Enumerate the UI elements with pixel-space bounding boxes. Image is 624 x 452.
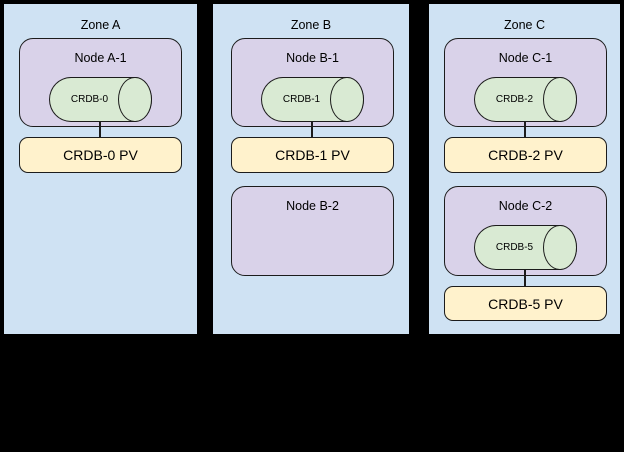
crdb-2-pv-label: CRDB-2 PV	[488, 147, 563, 163]
crdb-5-cylinder: CRDB-5	[474, 224, 578, 271]
node-b-1-title: Node B-1	[286, 51, 339, 65]
crdb-5-label: CRDB-5	[495, 242, 534, 253]
cylinder-face-icon	[118, 76, 153, 123]
crdb-1-label: CRDB-1	[282, 94, 321, 105]
crdb-0-cylinder: CRDB-0	[49, 76, 153, 123]
crdb-2-pv-box: CRDB-2 PV	[444, 137, 607, 173]
zone-a: Zone A Node A-1 CRDB-0 CRDB-0 PV	[2, 2, 199, 336]
zone-c-title: Zone C	[504, 18, 545, 32]
crdb-5-pv-box: CRDB-5 PV	[444, 286, 607, 321]
crdb-1-pv-label: CRDB-1 PV	[275, 147, 350, 163]
node-c-2: Node C-2 CRDB-5	[444, 186, 607, 276]
node-b-2: Node B-2	[231, 186, 394, 276]
node-a-1-title: Node A-1	[74, 51, 127, 65]
connector-line	[310, 121, 313, 137]
node-b-2-title: Node B-2	[286, 199, 339, 213]
node-c-2-title: Node C-2	[498, 199, 553, 213]
connector-line	[98, 121, 101, 137]
crdb-1-pv-box: CRDB-1 PV	[231, 137, 394, 173]
zone-b: Zone B Node B-1 CRDB-1 CRDB-1 PV Node B-…	[211, 2, 411, 336]
crdb-2-cylinder: CRDB-2	[474, 76, 578, 123]
zone-c: Zone C Node C-1 CRDB-2 CRDB-2 PV Node C-…	[427, 2, 622, 336]
connector-line	[523, 269, 526, 286]
zone-a-title: Zone A	[80, 18, 121, 32]
crdb-2-label: CRDB-2	[495, 94, 534, 105]
cylinder-face-icon	[330, 76, 365, 123]
crdb-0-pv-box: CRDB-0 PV	[19, 137, 182, 173]
crdb-0-label: CRDB-0	[70, 94, 109, 105]
node-c-1: Node C-1 CRDB-2	[444, 38, 607, 127]
cylinder-face-icon	[543, 224, 578, 271]
crdb-1-cylinder: CRDB-1	[261, 76, 365, 123]
node-b-1: Node B-1 CRDB-1	[231, 38, 394, 127]
cylinder-face-icon	[543, 76, 578, 123]
zone-b-title: Zone B	[290, 18, 332, 32]
connector-line	[523, 121, 526, 137]
crdb-0-pv-label: CRDB-0 PV	[63, 147, 138, 163]
node-a-1: Node A-1 CRDB-0	[19, 38, 182, 127]
crdb-5-pv-label: CRDB-5 PV	[488, 295, 563, 312]
node-c-1-title: Node C-1	[498, 51, 553, 65]
